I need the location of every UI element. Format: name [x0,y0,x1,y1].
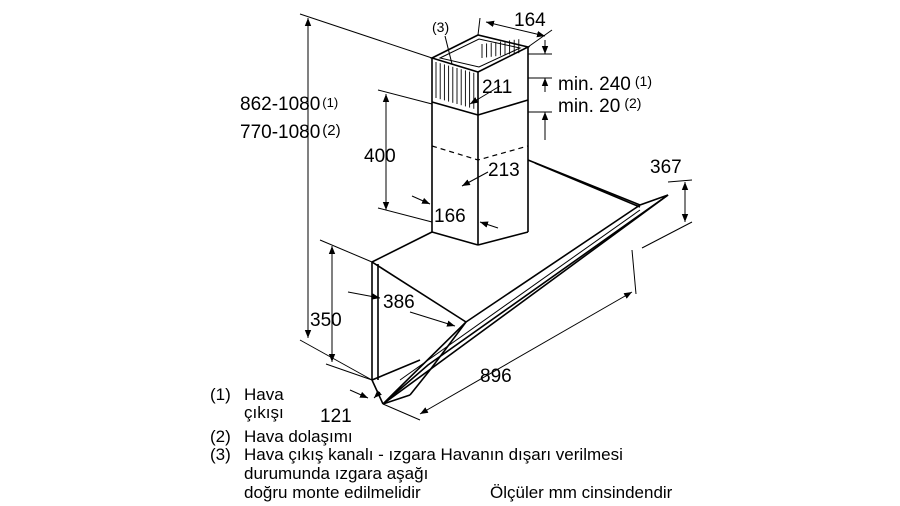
dim-total-height [299,13,433,381]
dim-896 [382,249,637,421]
dim-400 [377,89,433,223]
label-400: 400 [364,146,396,167]
label-166: 166 [434,206,466,227]
dim-min-20 [528,111,552,140]
glass-panel [382,194,669,405]
hood-body [371,159,641,405]
legend-item3-line3: doğru monte edilmelidir [244,483,421,502]
dim-367 [641,179,693,249]
dim-164 [477,17,553,48]
dim-min-240 [528,40,552,92]
label-min-20: min. 20(2) [558,95,641,117]
dim-121 [349,389,382,399]
legend-item2-number: (2) [210,427,231,446]
label-350: 350 [310,310,342,331]
label-grille-callout: (3) [432,19,449,35]
grille-callout-leader [444,35,453,65]
dim-213-arrow [461,171,489,187]
legend-item3-line2: durumunda ızgara aşağı [244,464,428,483]
label-height-range-2: 770-1080(2) [240,122,341,143]
label-386: 386 [383,292,415,313]
label-896: 896 [480,366,512,387]
legend-item3-line1: Hava çıkış kanalı - ızgara Havanın dışar… [244,445,623,464]
label-height-range-1: 862-1080(1) [240,94,338,115]
chimney-lower-section [431,100,529,246]
label-164: 164 [514,10,546,31]
legend-item1-number: (1) [210,385,231,404]
units-note: Ölçüler mm cinsindendir [490,483,673,502]
legend-item2-text: Hava dolaşımı [244,427,353,446]
dim-211-arrow [469,85,501,105]
dim-350 [319,239,373,381]
label-367: 367 [650,157,682,178]
label-211: 211 [482,77,512,98]
legend-item1-line1: Hava [244,385,284,404]
chimney-upper-section [429,34,531,116]
air-outlet-grille [435,39,520,109]
label-213: 213 [488,160,520,181]
label-min-240: min. 240(1) [558,73,652,95]
legend-item3-number: (3) [210,445,231,464]
label-121: 121 [320,406,352,427]
legend-item1-line2: çıkışı [244,403,284,422]
dim-166 [411,195,499,229]
legend: (1) Hava çıkışı (2) Hava dolaşımı (3) Ha… [210,385,673,502]
